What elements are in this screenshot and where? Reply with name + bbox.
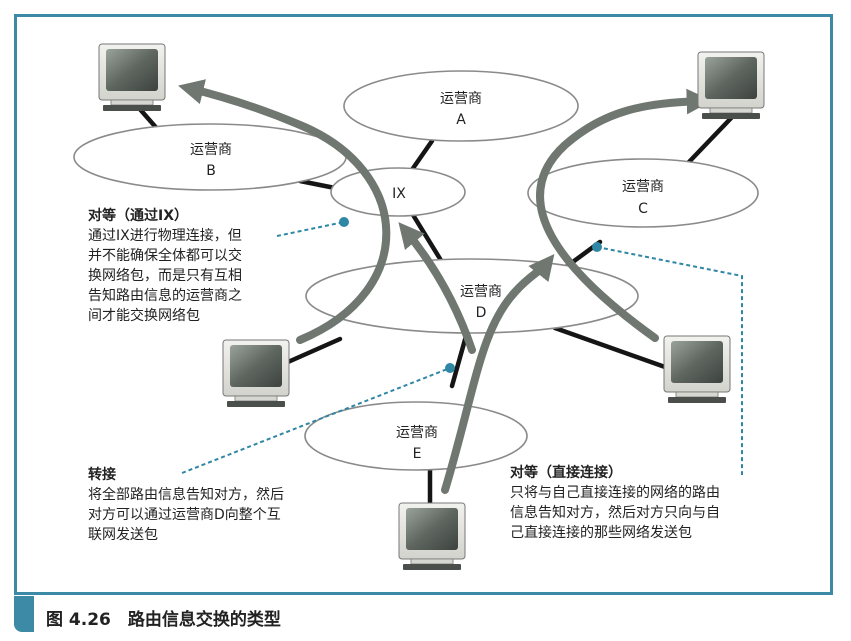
isp-c-label-letter: C [638, 201, 648, 217]
route-arrows [178, 79, 713, 494]
ix-label: IX [392, 186, 406, 202]
leader-dot-transit [445, 363, 455, 373]
leader-dots [339, 217, 602, 373]
arrow-peering-direct [536, 88, 713, 342]
computer-icon [398, 502, 466, 570]
computer-icon [663, 335, 731, 403]
isp-d-label-name: 运营商 [460, 284, 502, 300]
isp-d-label-letter: D [476, 305, 487, 321]
isp-clouds [73, 70, 759, 471]
leader-peering-direct [596, 246, 743, 475]
computer-icon [98, 43, 166, 111]
isp-d-ellipse [305, 258, 639, 334]
note-peering-ix-body: 通过IX进行物理连接，但 并不能确保全体都可以交 换网络包，而是只有互相 告知路… [88, 228, 242, 324]
figure-caption: 图 4.26 路由信息交换的类型 [46, 610, 281, 630]
leader-dot-ix [339, 217, 349, 227]
isp-c-label-name: 运营商 [622, 179, 664, 195]
isp-labels: 运营商 B 运营商 A IX 运营商 C 运营商 D 运营商 E [190, 91, 664, 462]
leader-peering-ix [276, 221, 345, 237]
link-ispD-ispE [449, 333, 469, 389]
link-ispD-pc4 [552, 325, 668, 370]
note-peering-ix: 对等（通过IX） 通过IX进行物理连接，但 并不能确保全体都可以交 换网络包，而… [88, 206, 288, 326]
note-transit: 转接 将全部路由信息告知对方，然后 对方可以通过运营商D向整个互 联网发送包 [88, 465, 348, 545]
link-pc2-ispC [685, 111, 738, 166]
leader-transit [181, 367, 451, 474]
isp-c-ellipse [527, 158, 759, 228]
isp-a-ellipse [343, 70, 579, 142]
note-peering-direct-body: 只将与自己直接连接的网络的路由 信息告知对方，然后对方只向与自 己直接连接的那些… [510, 485, 720, 541]
note-peering-direct: 对等（直接连接） 只将与自己直接连接的网络的路由 信息告知对方，然后对方只向与自… [510, 463, 780, 543]
isp-e-label-letter: E [413, 446, 422, 462]
isp-a-label-name: 运营商 [440, 91, 482, 107]
leader-lines [181, 221, 743, 475]
arrow-transit [441, 254, 555, 494]
leader-dot-direct [592, 242, 602, 252]
caption-accent-bar [14, 596, 34, 632]
arrow-transit-ix [398, 222, 476, 354]
note-peering-direct-title: 对等（直接连接） [510, 465, 622, 481]
link-ix-ispD [407, 207, 445, 265]
note-transit-title: 转接 [88, 467, 116, 483]
note-transit-body: 将全部路由信息告知对方，然后 对方可以通过运营商D向整个互 联网发送包 [88, 487, 284, 543]
ix-ellipse [330, 167, 466, 217]
isp-b-label-name: 运营商 [190, 142, 232, 158]
arrow-peering-ix [178, 79, 391, 344]
computer-icon [222, 339, 290, 407]
link-pc3-ispD [285, 336, 343, 365]
isp-e-ellipse [304, 401, 528, 471]
isp-a-label-letter: A [456, 112, 466, 128]
note-peering-ix-title: 对等（通过IX） [88, 208, 189, 224]
computer-icon [697, 51, 765, 119]
isp-e-label-name: 运营商 [396, 425, 438, 441]
isp-b-label-letter: B [206, 163, 216, 179]
